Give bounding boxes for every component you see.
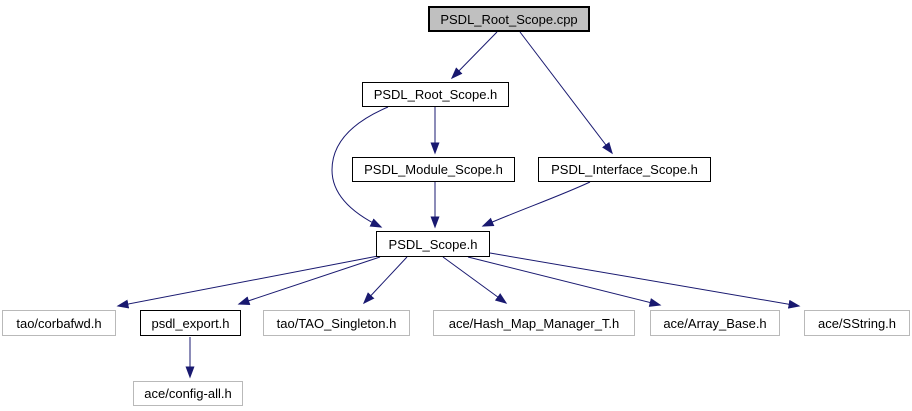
edge-rootcpp-interfaceh <box>519 31 613 155</box>
node-ace-array-base-h: ace/Array_Base.h <box>650 310 780 336</box>
edge-rooth-scopeh <box>331 106 389 228</box>
node-psdl-module-scope-h[interactable]: PSDL_Module_Scope.h <box>352 157 515 182</box>
node-psdl-interface-scope-h[interactable]: PSDL_Interface_Scope.h <box>538 157 711 182</box>
edge-interfaceh-scopeh <box>481 181 591 227</box>
node-ace-sstring-h: ace/SString.h <box>804 310 910 336</box>
edge-scopeh-hashmap <box>442 256 508 304</box>
node-tao-tao-singleton-h: tao/TAO_Singleton.h <box>263 310 410 336</box>
node-ace-hash-map-manager-t-h: ace/Hash_Map_Manager_T.h <box>433 310 635 336</box>
edge-scopeh-corbafwd <box>116 255 379 309</box>
edge-scopeh-psdlexport <box>237 256 381 305</box>
node-psdl-export-h[interactable]: psdl_export.h <box>140 310 241 336</box>
node-tao-corbafwd-h: tao/corbafwd.h <box>2 310 116 336</box>
edge-scopeh-arraybase <box>467 256 662 307</box>
edge-scopeh-sstring <box>489 252 801 309</box>
node-psdl-root-scope-h[interactable]: PSDL_Root_Scope.h <box>362 82 509 107</box>
edge-rootcpp-rooth <box>450 31 498 80</box>
node-ace-config-all-h: ace/config-all.h <box>133 381 243 406</box>
edge-scopeh-taosingleton <box>362 256 408 305</box>
node-psdl-root-scope-cpp: PSDL_Root_Scope.cpp <box>428 6 590 32</box>
node-psdl-scope-h[interactable]: PSDL_Scope.h <box>376 231 490 257</box>
